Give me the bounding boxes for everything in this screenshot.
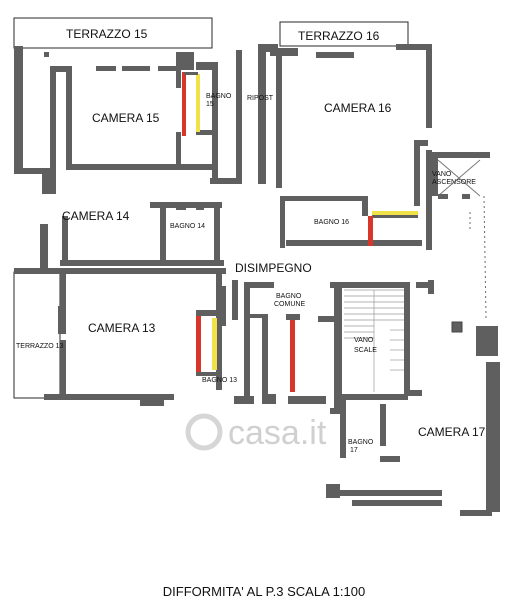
walls-camera-16 [258,21,432,250]
label-bagno-15-line1: BAGNO [206,93,232,100]
label-ripost: RIPOST [247,95,274,102]
bagno-13-red-mark [196,316,201,372]
vano-scale [334,280,434,400]
room-labels: TERRAZZO 15 TERRAZZO 16 CAMERA 15 BAGNO … [16,27,486,454]
label-terrazzo-15: TERRAZZO 15 [66,27,148,41]
bagno-16-yellow-mark [372,211,418,215]
watermark-text: casa.it [228,414,327,452]
label-bagno-17-line2: 17 [350,447,358,454]
label-bagno-comune-line2: COMUNE [274,301,305,308]
walls-camera-15 [13,17,242,194]
walls-disimpegno [232,280,342,412]
walls-camera-17 [326,321,500,516]
bagno-15-yellow-mark [196,74,200,132]
bagno-13-yellow-mark [212,318,217,370]
label-terrazzo-13: TERRAZZO 13 [16,343,64,350]
label-bagno-14: BAGNO 14 [170,223,205,230]
label-vano-scale-line2: SCALE [354,347,377,354]
bagno-16-red-mark [368,216,373,246]
label-camera-15: CAMERA 15 [92,111,160,125]
bagno-15-red-mark [182,72,186,136]
label-bagno-16: BAGNO 16 [314,219,349,226]
label-camera-17: CAMERA 17 [418,425,486,439]
plan-caption: DIFFORMITA' AL P.3 SCALA 1:100 [163,584,365,599]
label-vano-scale-line1: VANO [354,337,374,344]
bagno-comune-red-mark [290,318,295,392]
label-bagno-15-line2: 15 [206,101,214,108]
label-bagno-13: BAGNO 13 [202,377,237,384]
label-disimpegno: DISIMPEGNO [235,261,312,275]
label-terrazzo-16: TERRAZZO 16 [298,29,380,43]
label-bagno-comune-line1: BAGNO [276,293,302,300]
label-camera-14: CAMERA 14 [62,209,130,223]
label-vano-ascensore-line1: VANO [432,171,452,178]
vano-ascensore [430,152,490,319]
label-vano-ascensore-line2: ASCENSORE [432,179,476,186]
label-camera-16: CAMERA 16 [324,101,392,115]
watermark: casa.it [185,413,327,452]
watermark-logo-icon [185,413,223,451]
walls-camera-13 [13,268,226,406]
label-camera-13: CAMERA 13 [88,321,156,335]
label-bagno-17-line1: BAGNO [348,439,374,446]
walls-camera-14 [40,202,224,268]
